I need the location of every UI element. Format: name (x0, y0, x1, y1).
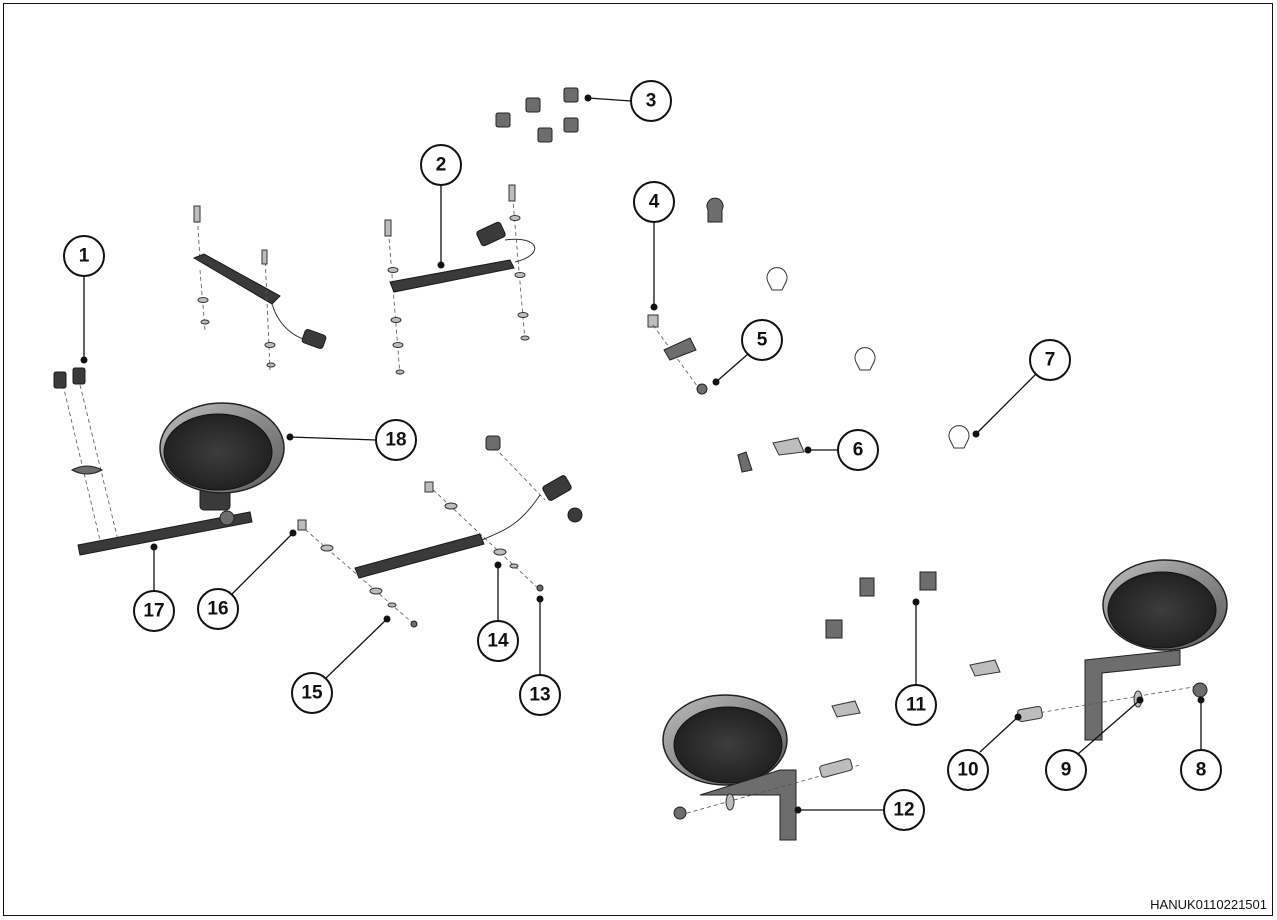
svg-text:9: 9 (1061, 760, 1072, 781)
callout-13: 13 (519, 595, 561, 716)
svg-text:16: 16 (207, 599, 228, 620)
svg-text:17: 17 (143, 601, 164, 622)
callout-4: 4 (633, 181, 675, 311)
cable-clip-set (495, 87, 579, 143)
callout-10: 10 (947, 713, 1022, 791)
callout-1: 1 (63, 235, 105, 364)
callout-11: 11 (895, 598, 937, 726)
wiring-harness-center (297, 435, 583, 628)
svg-text:7: 7 (1045, 350, 1056, 371)
cable-clamp-6 (737, 437, 805, 473)
callout-18: 18 (286, 419, 417, 461)
work-lamp-left (53, 367, 285, 556)
work-lamp-lower (662, 694, 861, 841)
mounting-clips-11 (825, 571, 1001, 718)
svg-text:8: 8 (1196, 760, 1207, 781)
svg-text:10: 10 (957, 760, 978, 781)
callout-2: 2 (420, 144, 462, 269)
callout-8: 8 (1180, 696, 1222, 791)
svg-text:14: 14 (487, 631, 509, 652)
callout-6: 6 (804, 429, 879, 471)
callout-14: 14 (477, 561, 519, 662)
callout-7: 7 (972, 339, 1071, 438)
harness-bracket-right (384, 184, 536, 376)
svg-text:4: 4 (649, 192, 660, 213)
svg-text:1: 1 (79, 246, 90, 267)
svg-text:13: 13 (529, 685, 550, 706)
callout-15: 15 (291, 615, 391, 714)
callout-17: 17 (133, 543, 175, 632)
svg-text:2: 2 (436, 155, 447, 176)
svg-text:15: 15 (301, 683, 323, 704)
callout-12: 12 (794, 789, 925, 831)
svg-text:3: 3 (646, 91, 657, 112)
svg-text:11: 11 (906, 695, 927, 716)
callout-9: 9 (1045, 696, 1144, 791)
svg-text:18: 18 (385, 430, 406, 451)
diagram-frame (3, 3, 1273, 916)
work-lamp-right (1017, 559, 1228, 741)
callout-5: 5 (712, 319, 783, 386)
svg-text:6: 6 (853, 440, 864, 461)
cable-clamp-loops (706, 197, 970, 449)
callout-3: 3 (584, 80, 672, 122)
bolt-and-clamp-4-5 (647, 314, 708, 395)
svg-text:5: 5 (757, 330, 768, 351)
document-code: HANUK0110221501 (1150, 897, 1267, 912)
callout-16: 16 (197, 529, 297, 630)
harness-bracket-left (192, 205, 327, 371)
svg-text:12: 12 (893, 800, 914, 821)
